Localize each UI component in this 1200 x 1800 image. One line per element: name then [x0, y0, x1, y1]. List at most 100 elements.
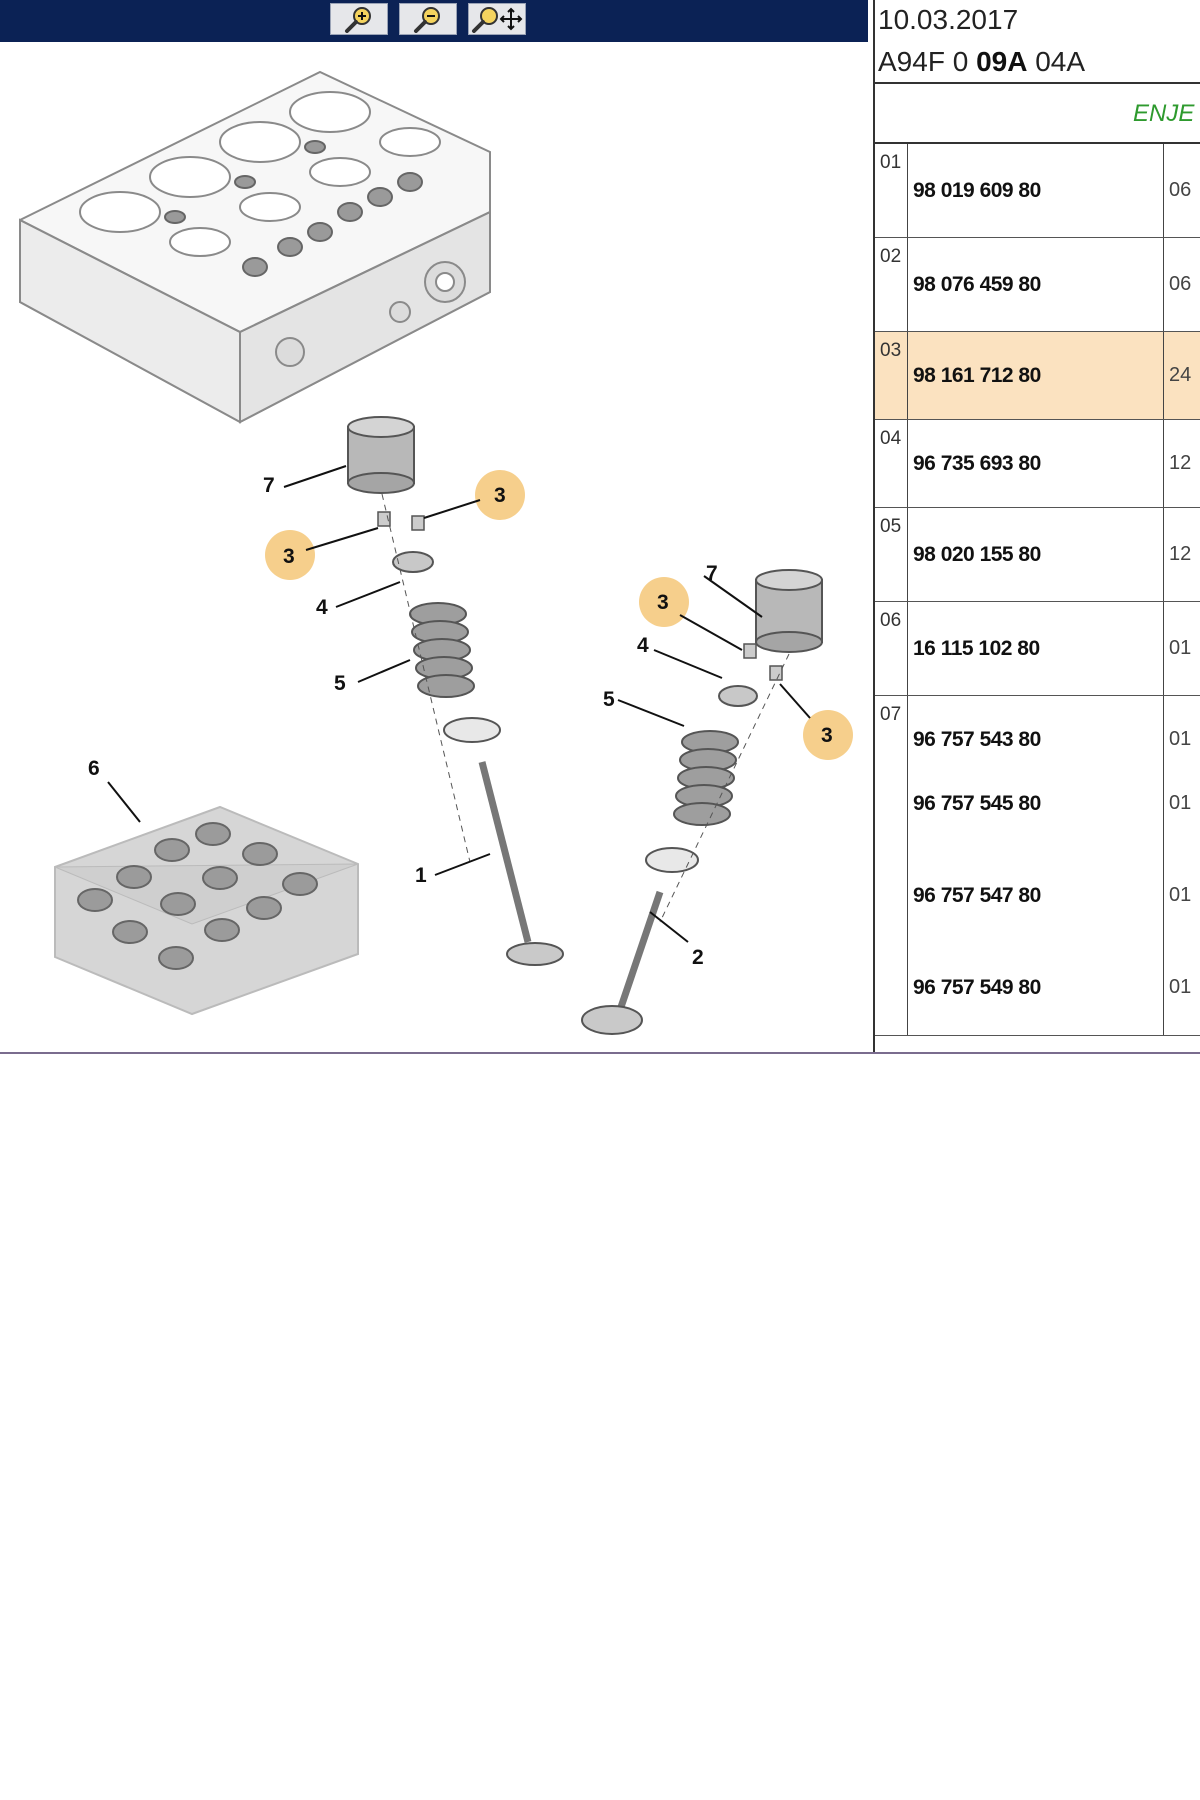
part-quantity: 01: [1169, 637, 1192, 659]
callout-6: 6: [88, 757, 100, 780]
column-divider: [907, 238, 908, 331]
part-quantity: 06: [1169, 179, 1192, 201]
part-quantity: 24: [1169, 364, 1192, 386]
parts-row-03[interactable]: 03 98 161 712 80 24: [875, 332, 1200, 420]
column-divider: [907, 420, 908, 507]
page-bottom-rule: [0, 1052, 1200, 1054]
valve-head-right: [581, 1005, 643, 1035]
part-quantity: 06: [1169, 273, 1192, 295]
callout-3-left-a: 3: [494, 484, 506, 507]
right-valve-assembly: [581, 569, 823, 1035]
callout-1: 1: [415, 864, 427, 887]
column-divider: [907, 144, 908, 237]
parts-row-06[interactable]: 06 16 115 102 80 01: [875, 602, 1200, 696]
part-quantity: 01: [1169, 976, 1192, 998]
cylinder-head-illustration: [19, 70, 491, 424]
part-reference[interactable]: 98 161 712 80: [913, 364, 1041, 387]
parts-row-01[interactable]: 01 98 019 609 80 06: [875, 144, 1200, 238]
callout-4-left: 4: [316, 596, 328, 619]
column-divider: [1163, 508, 1164, 601]
callout-3-right-b: 3: [821, 724, 833, 747]
item-number: 07: [880, 704, 902, 725]
item-number: 06: [880, 610, 902, 631]
callout-highlight: [803, 710, 853, 760]
callout-highlight: [639, 577, 689, 627]
panel-divider: [873, 0, 875, 1052]
valve-spring-left: [409, 602, 475, 698]
part-quantity: 12: [1169, 543, 1192, 565]
ref-bold: 09A: [976, 46, 1028, 77]
callout-3-right-a: 3: [657, 591, 669, 614]
column-divider: [1163, 602, 1164, 695]
valve-stem-right: [616, 890, 664, 1012]
ref-prefix: A94F 0: [878, 46, 977, 77]
tappet-right: [755, 569, 823, 653]
diagram-canvas: 7 3 3 4 5 6 1 7 3 4 5 3 2: [19, 70, 853, 1035]
spring-seat-right: [645, 847, 699, 873]
pan-zoom-button[interactable]: [468, 3, 526, 35]
column-divider: [907, 602, 908, 695]
collet-right-b: [769, 665, 783, 681]
zoom-in-icon: [345, 7, 371, 33]
column-divider: [907, 332, 908, 419]
part-reference[interactable]: 96 757 543 80: [913, 728, 1041, 751]
header-rule: [873, 82, 1200, 84]
column-divider: [1163, 696, 1164, 1035]
column-divider: [1163, 144, 1164, 237]
tappet-left: [347, 416, 415, 494]
part-quantity: 01: [1169, 792, 1192, 814]
part-quantity: 01: [1169, 728, 1192, 750]
callout-4-right: 4: [637, 634, 649, 657]
part-reference[interactable]: 96 757 547 80: [913, 884, 1041, 907]
part-reference[interactable]: 96 757 545 80: [913, 792, 1041, 815]
item-number: 02: [880, 246, 902, 267]
part-reference[interactable]: 98 076 459 80: [913, 273, 1041, 296]
callout-5-right: 5: [603, 688, 615, 711]
part-reference[interactable]: 98 019 609 80: [913, 179, 1041, 202]
item-number: 03: [880, 340, 902, 361]
callout-highlight: [475, 470, 525, 520]
item-number: 01: [880, 152, 902, 173]
table-top-rule: [873, 142, 1200, 144]
leader-lines: [107, 465, 811, 943]
zoom-out-icon: [414, 7, 440, 33]
parts-row-05[interactable]: 05 98 020 155 80 12: [875, 508, 1200, 602]
parts-row-04[interactable]: 04 96 735 693 80 12: [875, 420, 1200, 508]
parts-table: 01 98 019 609 80 06 02 98 076 459 80 06 03 98 1…: [875, 144, 1200, 1036]
part-reference[interactable]: 16 115 102 80: [913, 637, 1040, 660]
spring-seat-left: [443, 717, 501, 743]
diagram-toolbar: [0, 0, 868, 42]
item-number: 05: [880, 516, 902, 537]
item-number: 04: [880, 428, 902, 449]
parts-row-07[interactable]: 07 96 757 543 80 01 96 757 545 80 01 96 757 5…: [875, 696, 1200, 1036]
callout-7-right: 7: [706, 562, 718, 585]
left-valve-assembly: [347, 416, 564, 966]
parts-row-02[interactable]: 02 98 076 459 80 06: [875, 238, 1200, 332]
callout-highlight: [265, 530, 315, 580]
valve-seal-box: [54, 805, 359, 1016]
callout-2: 2: [692, 946, 704, 969]
pan-zoom-icon: [472, 7, 523, 33]
valve-spring-right: [673, 730, 739, 826]
callout-7-left: 7: [263, 474, 275, 497]
zoom-out-button[interactable]: [399, 3, 457, 35]
spring-cap-right: [718, 685, 758, 707]
part-quantity: 12: [1169, 452, 1192, 474]
part-reference[interactable]: 98 020 155 80: [913, 543, 1041, 566]
zoom-in-button[interactable]: [330, 3, 388, 35]
column-divider: [907, 696, 908, 1035]
part-reference[interactable]: 96 735 693 80: [913, 452, 1041, 475]
part-reference[interactable]: 96 757 549 80: [913, 976, 1041, 999]
callout-3-left-b: 3: [283, 545, 295, 568]
section-subtitle: ENJE: [1133, 100, 1195, 127]
ref-suffix: 04A: [1027, 46, 1086, 77]
column-divider: [1163, 420, 1164, 507]
part-quantity: 01: [1169, 884, 1192, 906]
spring-cap-left: [392, 551, 434, 573]
column-divider: [1163, 332, 1164, 419]
column-divider: [1163, 238, 1164, 331]
collet-left-b: [411, 515, 425, 531]
catalog-reference: A94F 0 09A 04A: [878, 46, 1085, 78]
valve-stem-left: [478, 761, 532, 943]
exploded-parts-diagram: 7 3 3 4 5 6 1 7 3 4 5 3 2: [0, 42, 868, 1052]
